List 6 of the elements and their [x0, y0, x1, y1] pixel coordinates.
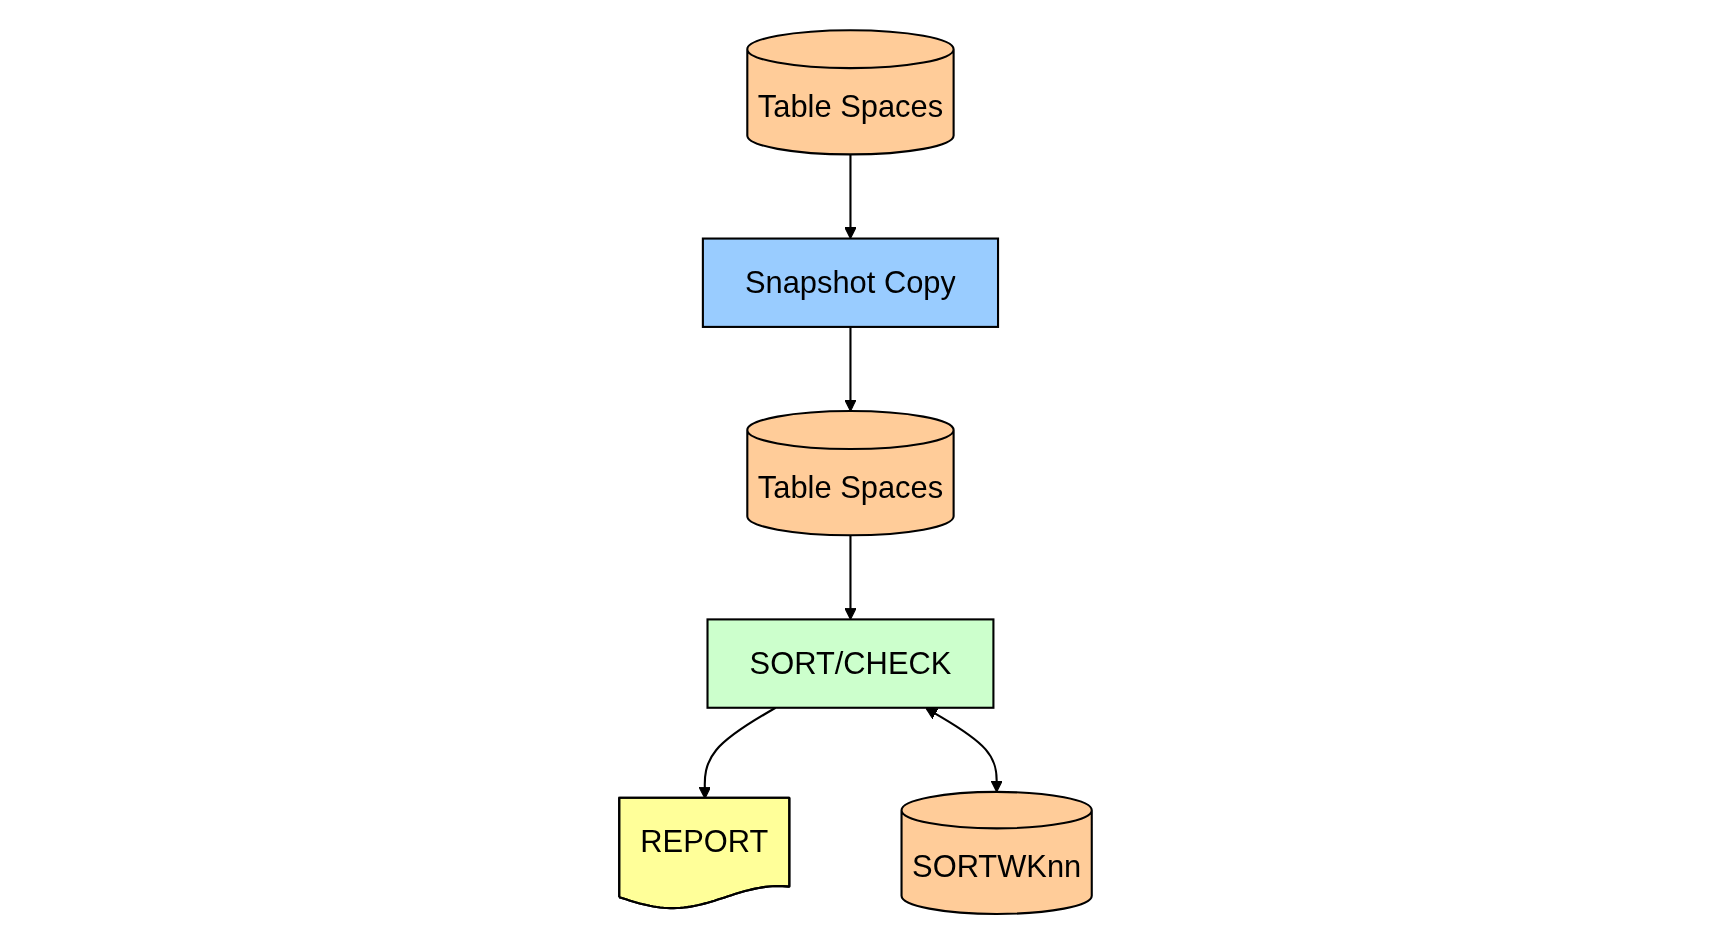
- arrow: [924, 707, 1003, 793]
- arrow: [843, 535, 857, 620]
- node-box: Snapshot Copy: [701, 237, 999, 328]
- arrow: [843, 326, 857, 412]
- arrow: [843, 154, 857, 239]
- node-box: SORT/CHECK: [705, 618, 994, 709]
